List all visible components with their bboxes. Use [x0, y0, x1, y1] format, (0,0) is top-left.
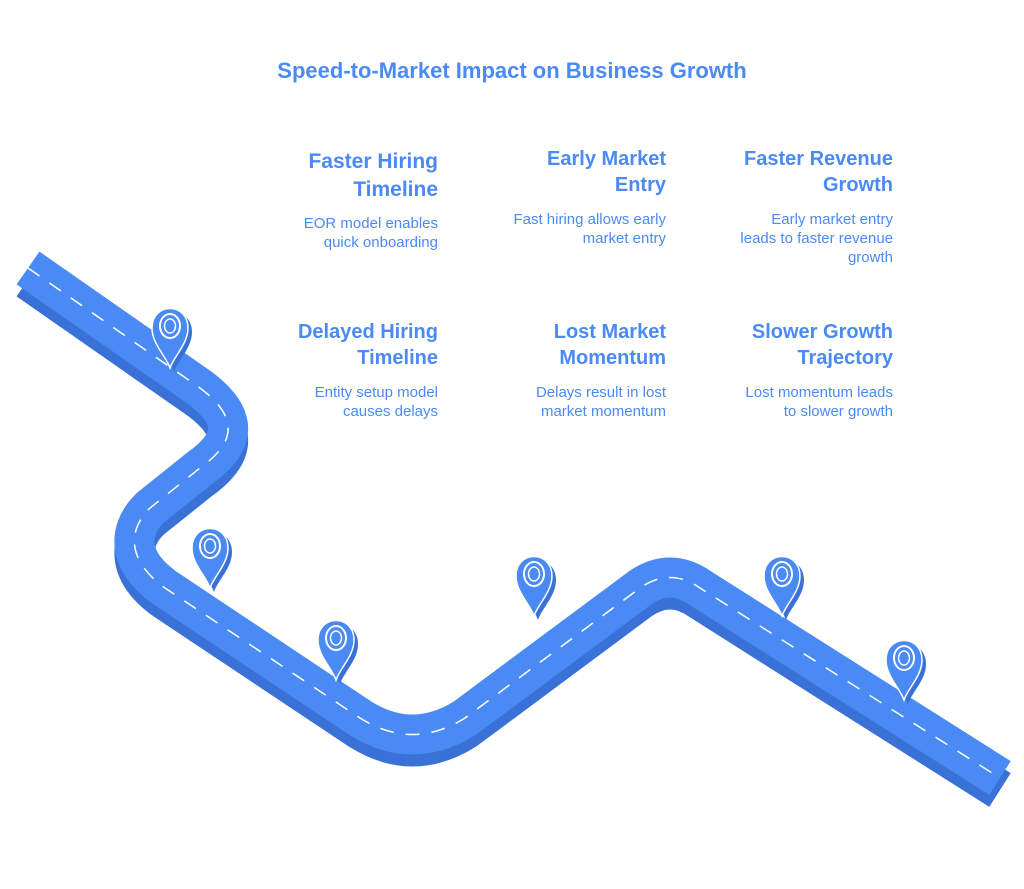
card-description: EOR model enables quick onboarding	[238, 214, 438, 252]
card-faster-hiring-timeline: Faster Hiring Timeline EOR model enables…	[238, 148, 438, 252]
card-description: Delays result in lost market momentum	[466, 383, 666, 421]
lane-marking	[27, 267, 1001, 779]
card-delayed-hiring-timeline: Delayed Hiring Timeline Entity setup mod…	[238, 319, 438, 421]
diagram-title: Speed-to-Market Impact on Business Growt…	[277, 58, 747, 83]
heading-line: Faster Revenue	[744, 148, 893, 170]
heading-line: Early Market	[547, 148, 666, 170]
card-slower-growth-trajectory: Slower Growth Trajectory Lost momentum l…	[693, 319, 893, 421]
desc-line: leads to faster revenue	[740, 230, 893, 247]
card-heading: Faster Revenue Growth	[693, 146, 893, 198]
card-heading: Faster Hiring Timeline	[238, 148, 438, 204]
card-description: Lost momentum leads to slower growth	[693, 383, 893, 421]
card-faster-revenue-growth: Faster Revenue Growth Early market entry…	[693, 146, 893, 267]
card-description: Early market entry leads to faster reven…	[693, 210, 893, 267]
card-heading: Slower Growth Trajectory	[693, 319, 893, 371]
desc-line: EOR model enables	[303, 215, 438, 232]
heading-line: Momentum	[559, 347, 666, 369]
card-lost-market-momentum: Lost Market Momentum Delays result in lo…	[466, 319, 666, 421]
heading-line: Trajectory	[797, 347, 893, 369]
desc-line: Fast hiring allows early	[513, 211, 666, 228]
heading-line: Growth	[823, 174, 893, 196]
desc-line: causes delays	[342, 403, 438, 420]
card-heading: Delayed Hiring Timeline	[238, 319, 438, 371]
heading-line: Lost Market	[553, 321, 666, 343]
card-heading: Lost Market Momentum	[466, 319, 666, 371]
heading-line: Slower Growth	[751, 321, 893, 343]
desc-line: quick onboarding	[323, 234, 438, 251]
desc-line: market entry	[582, 230, 666, 247]
card-early-market-entry: Early Market Entry Fast hiring allows ea…	[466, 146, 666, 248]
map-pin-icon	[515, 555, 557, 621]
desc-line: market momentum	[540, 403, 666, 420]
heading-line: Faster Hiring	[308, 150, 438, 173]
desc-line: Entity setup model	[314, 384, 438, 401]
desc-line: to slower growth	[783, 403, 893, 420]
desc-line: Delays result in lost	[535, 384, 666, 401]
desc-line: growth	[847, 249, 893, 266]
desc-line: Early market entry	[771, 211, 893, 228]
card-description: Entity setup model causes delays	[238, 383, 438, 421]
card-description: Fast hiring allows early market entry	[466, 210, 666, 248]
heading-line: Timeline	[353, 178, 438, 201]
desc-line: Lost momentum leads	[745, 384, 893, 401]
map-pin-icon	[191, 527, 233, 593]
heading-line: Entry	[614, 174, 666, 196]
heading-line: Delayed Hiring	[297, 321, 438, 343]
heading-line: Timeline	[357, 347, 438, 369]
card-heading: Early Market Entry	[466, 146, 666, 198]
